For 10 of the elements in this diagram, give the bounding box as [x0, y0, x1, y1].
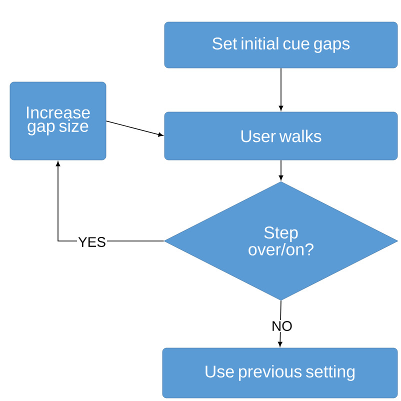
edge-label: NO [270, 320, 294, 332]
arrow [106, 120, 164, 137]
arrow [278, 160, 284, 180]
arrow [278, 300, 282, 347]
arrow [278, 68, 284, 111]
process-box: Set initial cue gaps [164, 22, 398, 68]
process-box: Increase gap size [10, 82, 106, 160]
edge-label: YES [77, 236, 107, 248]
process-box: Use previous setting [162, 348, 398, 398]
process-box: User walks [164, 112, 398, 160]
